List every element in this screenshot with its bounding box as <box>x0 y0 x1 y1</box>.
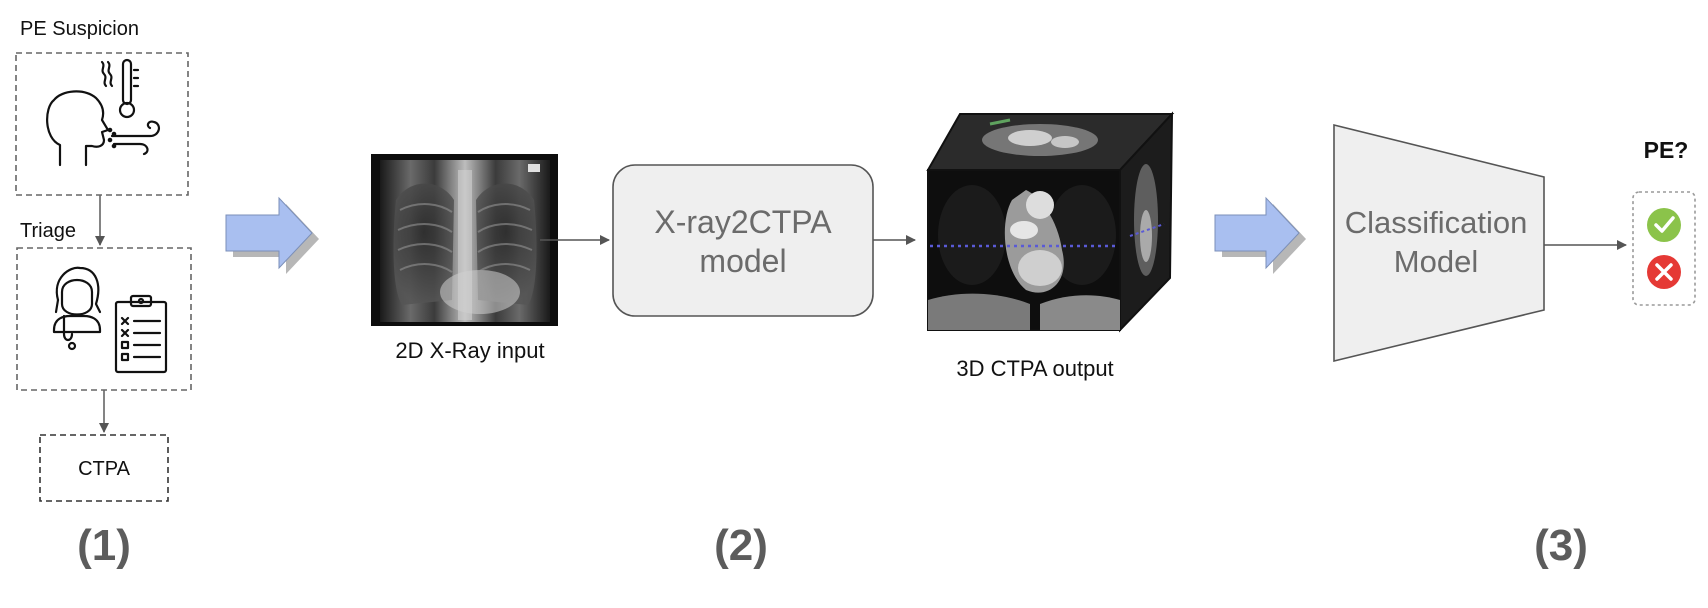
pe-question-label: PE? <box>1644 137 1689 163</box>
xray-image <box>371 154 558 326</box>
model-title-line1: X-ray2CTPA <box>654 204 832 240</box>
flow-arrow-1 <box>225 196 319 274</box>
ctpa-volume-cube <box>926 111 1175 333</box>
xray-caption: 2D X-Ray input <box>395 338 544 363</box>
model-title-line2: model <box>699 243 786 279</box>
ctpa-box <box>39 434 169 502</box>
pe-suspicion-box <box>15 52 189 196</box>
stage-2: 2D X-Ray input X-ray2CTPA model <box>371 111 1175 570</box>
classifier-title-line1: Classification <box>1345 205 1528 240</box>
classifier-title-line2: Model <box>1394 244 1478 279</box>
pe-suspicion-label: PE Suspicion <box>20 18 139 40</box>
ctpa-label: CTPA <box>78 458 131 480</box>
triage-label: Triage <box>20 220 76 242</box>
classification-model-shape <box>1333 123 1545 363</box>
stage-1: PE Suspicion Triage <box>15 18 192 570</box>
step-2-label: (2) <box>714 521 768 570</box>
step-3-label: (3) <box>1534 521 1588 570</box>
check-circle-icon <box>1647 208 1681 242</box>
x-circle-icon <box>1647 255 1681 289</box>
patient-symptoms-icon <box>46 58 160 167</box>
ctpa-caption: 3D CTPA output <box>956 356 1113 381</box>
flow-arrow-2 <box>1214 196 1306 274</box>
stage-3: Classification Model PE? (3) <box>1333 123 1696 570</box>
step-1-label: (1) <box>77 521 131 570</box>
xray2ctpa-model-box <box>612 164 874 317</box>
doctor-checklist-icon <box>52 266 168 374</box>
